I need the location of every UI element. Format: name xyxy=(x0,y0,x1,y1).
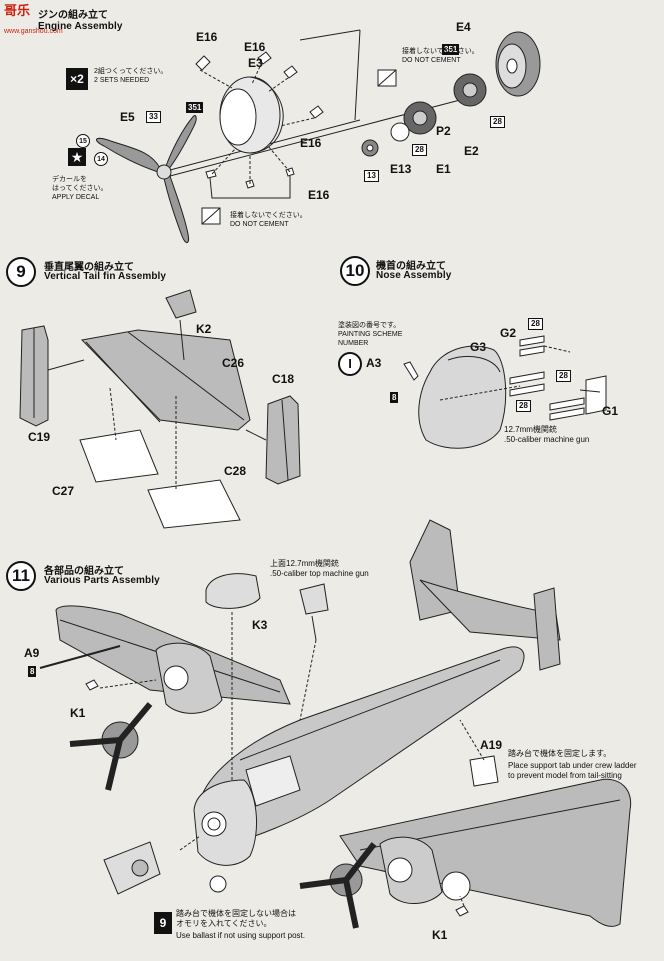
part-label-e3: E3 xyxy=(248,56,263,70)
nose-drawing xyxy=(403,335,607,449)
aircraft-drawing xyxy=(39,519,632,929)
part-label-e1: E1 xyxy=(436,162,451,176)
part-label-g2: G2 xyxy=(500,326,517,340)
part-label-e16c: E16 xyxy=(300,136,322,150)
watermark-logo: 哥乐 xyxy=(4,3,31,18)
support-tab-en-2: to prevent model from tail-sitting xyxy=(508,771,622,780)
no-cement-en-b: DO NOT CEMENT xyxy=(230,221,289,228)
tail-fin-drawing xyxy=(19,289,301,529)
paint-number-8a: 8 xyxy=(390,392,399,403)
star-decal-icon: ★ xyxy=(68,148,86,166)
no-cement-en-a: DO NOT CEMENT xyxy=(402,57,461,64)
part-label-e4: E4 xyxy=(456,20,471,34)
sets-needed-en: 2 SETS NEEDED xyxy=(94,77,150,84)
paint-number-28e: 28 xyxy=(516,400,531,412)
part-label-e5: E5 xyxy=(120,110,135,124)
part-label-e2: E2 xyxy=(464,144,479,158)
propeller-drawing xyxy=(96,115,197,243)
paint-number-28c: 28 xyxy=(528,318,543,330)
part-label-k1b: K1 xyxy=(432,928,448,942)
paint-number-33: 33 xyxy=(146,111,161,123)
step10-number: 10 xyxy=(340,256,370,286)
part-label-c19: C19 xyxy=(28,430,51,444)
support-tab-jp: 踏み台で機体を固定します。 xyxy=(508,749,612,758)
decal-jp-1: デカールを xyxy=(52,176,87,183)
cowl-ring-drawing xyxy=(495,31,541,97)
part-label-g3: G3 xyxy=(470,340,487,354)
step9-title-en: Vertical Tail fin Assembly xyxy=(44,271,167,282)
step8-title-en: Engine Assembly xyxy=(38,21,123,32)
paint-number-8b: 8 xyxy=(28,666,37,677)
decal-jp-2: はってください。 xyxy=(52,185,108,192)
paint-number-28a: 28 xyxy=(490,116,505,128)
ballast-jp-1: 踏み台で機体を固定しない場合は xyxy=(176,909,296,918)
part-label-p2: P2 xyxy=(436,124,451,138)
paint-number-15: 15 xyxy=(76,134,90,148)
part-label-e16b: E16 xyxy=(244,40,266,54)
step10-title-jp: 機首の組み立て xyxy=(376,261,446,272)
paint-number-14: 14 xyxy=(94,152,108,166)
watermark-site: www.ganshou.com xyxy=(4,28,63,35)
sets-needed-badge: ×2 xyxy=(66,68,88,90)
part-label-c27: C27 xyxy=(52,484,75,498)
part-label-e16d: E16 xyxy=(308,188,330,202)
part-label-e16a: E16 xyxy=(196,30,218,44)
machine-gun-en: .50-caliber machine gun xyxy=(504,435,590,444)
step9-number: 9 xyxy=(6,257,36,287)
top-gun-en: .50-caliber top machine gun xyxy=(270,569,369,578)
part-label-a19: A19 xyxy=(480,738,503,752)
painting-scheme-en-1: PAINTING SCHEME xyxy=(338,331,403,338)
step11-number: 11 xyxy=(6,561,36,591)
painting-scheme-en-2: NUMBER xyxy=(338,340,369,347)
no-cement-jp-b: 接着しないでください。 xyxy=(230,212,307,219)
part-label-k3: K3 xyxy=(252,618,268,632)
painting-scheme-jp: 塗装図の番号です。 xyxy=(338,322,401,329)
part-label-c28: C28 xyxy=(224,464,247,478)
part-label-a3: A3 xyxy=(366,356,382,370)
step11-title-jp: 各部品の組み立て xyxy=(44,566,124,577)
part-label-k2: K2 xyxy=(196,322,212,336)
part-label-c26: C26 xyxy=(222,356,245,370)
machine-gun-jp: 12.7mm機関銃 xyxy=(504,425,557,434)
part-label-e13: E13 xyxy=(390,162,412,176)
step9-title-jp: 垂直尾翼の組み立て xyxy=(44,262,134,273)
decal-en: APPLY DECAL xyxy=(52,194,100,201)
paint-number-13: 13 xyxy=(364,170,379,182)
top-gun-jp: 上面12.7mm機関銃 xyxy=(270,559,339,568)
step10-title-en: Nose Assembly xyxy=(376,270,452,281)
support-tab-en-1: Place support tab under crew ladder xyxy=(508,761,637,770)
part-label-a9: A9 xyxy=(24,646,40,660)
ballast-icon: 9 xyxy=(154,912,172,934)
step8-title-jp: ジンの組み立て xyxy=(38,10,108,21)
no-cement-jp-a: 接着しないでください。 xyxy=(402,48,479,55)
paint-number-351a: 351 xyxy=(186,102,204,113)
paint-number-28b: 28 xyxy=(412,144,427,156)
part-label-g1: G1 xyxy=(602,404,619,418)
ballast-jp-2: オモリを入れてください。 xyxy=(176,919,272,928)
step11-title-en: Various Parts Assembly xyxy=(44,575,160,586)
paint-number-351b: 351 xyxy=(442,44,460,55)
part-label-c18: C18 xyxy=(272,372,295,386)
part-label-k1a: K1 xyxy=(70,706,86,720)
painting-scheme-icon: I xyxy=(338,352,362,376)
sets-needed-jp: 2組つくってください。 xyxy=(94,68,168,75)
cylinder-bank-drawing xyxy=(403,73,487,135)
ballast-en: Use ballast if not using support post. xyxy=(176,931,305,940)
paint-number-28d: 28 xyxy=(556,370,571,382)
engine-cowl-drawing xyxy=(219,76,284,154)
